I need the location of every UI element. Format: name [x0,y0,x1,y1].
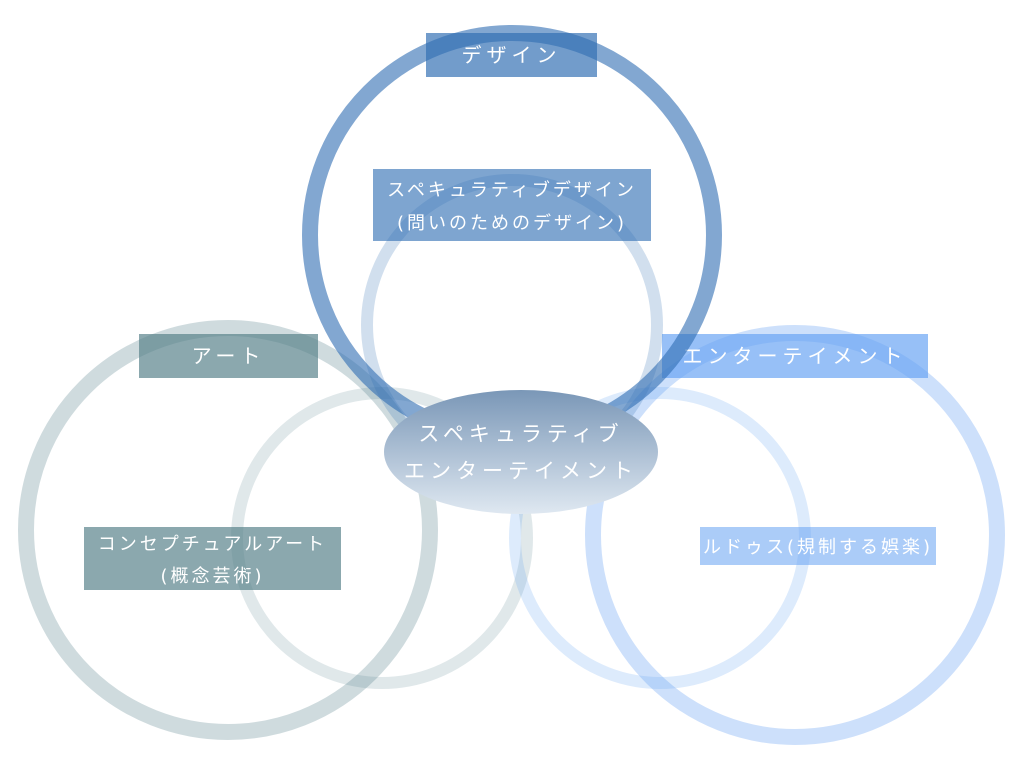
design-sub-line1: スペキュラティブデザイン [387,179,637,201]
entertainment-outer-ring [585,325,1005,745]
center-line1: スペキュラティブ [418,422,623,446]
center-ellipse [384,390,658,514]
design-sub-box [373,169,651,241]
entertainment-label: エンターテイメント [683,344,908,368]
center-line2: エンターテイメント [404,459,638,483]
art-group: アート コンセプチュアルアート (概念芸術) [18,320,533,740]
art-outer-ring [18,320,438,740]
design-sub-line2: (問いのためのデザイン) [397,213,627,234]
entertainment-label-box [662,334,928,378]
design-group: デザイン スペキュラティブデザイン (問いのためのデザイン) [302,25,722,476]
art-label-box [139,334,318,378]
design-label: デザイン [462,43,562,67]
entertainment-sub-box [700,527,936,565]
art-label: アート [192,344,266,368]
entertainment-group: エンターテイメント ルドゥス(規制する娯楽) [509,325,1005,745]
art-sub-box [84,527,341,590]
entertainment-sub-line1: ルドゥス(規制する娯楽) [703,537,933,558]
art-sub-line1: コンセプチュアルアート [98,534,327,555]
art-sub-line2: (概念芸術) [160,565,264,587]
center-group: スペキュラティブ エンターテイメント [384,390,658,514]
design-label-box [426,33,597,77]
